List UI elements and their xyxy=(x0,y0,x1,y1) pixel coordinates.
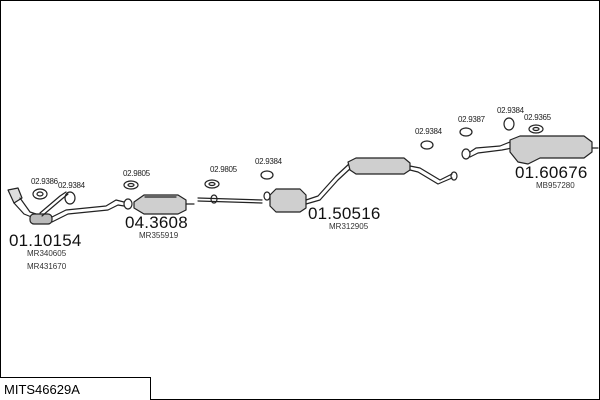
label-mount-front: 02.9384 xyxy=(58,181,85,190)
ref-front-pipe-1: MR340605 xyxy=(27,249,67,258)
ref-rear-silencer-1: MB957280 xyxy=(536,181,575,190)
part-number-middle-silencer: 01.50516 xyxy=(308,204,381,223)
mount-rear-b-icon xyxy=(459,127,473,137)
mount-rear-a-icon xyxy=(420,140,434,150)
gasket-mid-icon xyxy=(204,179,220,189)
part-number-front-pipe: 01.10154 xyxy=(9,231,82,250)
assembly-code: MITS46629A xyxy=(4,382,80,397)
mount-rear-c-icon xyxy=(503,117,515,131)
part-number-catalyst: 04.3608 xyxy=(125,213,188,232)
label-mount-rear-a: 02.9384 xyxy=(415,127,442,136)
mount-mid-icon xyxy=(260,170,274,180)
part-number-rear-silencer: 01.60676 xyxy=(515,163,588,182)
ref-middle-silencer-1: MR312905 xyxy=(329,222,369,231)
label-mount-rear-b: 02.9387 xyxy=(458,115,485,124)
label-gasket-cat: 02.9805 xyxy=(123,169,150,178)
gasket-cat-icon xyxy=(123,180,139,190)
assembly-code-box: MITS46629A xyxy=(0,377,151,400)
label-mount-rear-d: 02.9365 xyxy=(524,113,551,122)
rear-silencer-drawing xyxy=(469,135,599,165)
label-gasket-front: 02.9386 xyxy=(31,177,58,186)
label-gasket-mid: 02.9805 xyxy=(210,165,237,174)
label-mount-mid: 02.9384 xyxy=(255,157,282,166)
ref-front-pipe-2: MR431670 xyxy=(27,262,67,271)
middle-silencer-drawing xyxy=(269,157,453,213)
ref-catalyst-1: MR355919 xyxy=(139,231,179,240)
gasket-front-icon xyxy=(32,188,48,200)
mount-front-icon xyxy=(64,191,76,205)
catalyst-drawing xyxy=(123,194,195,215)
mount-rear-d-icon xyxy=(528,124,544,134)
label-mount-rear-c: 02.9384 xyxy=(497,106,524,115)
